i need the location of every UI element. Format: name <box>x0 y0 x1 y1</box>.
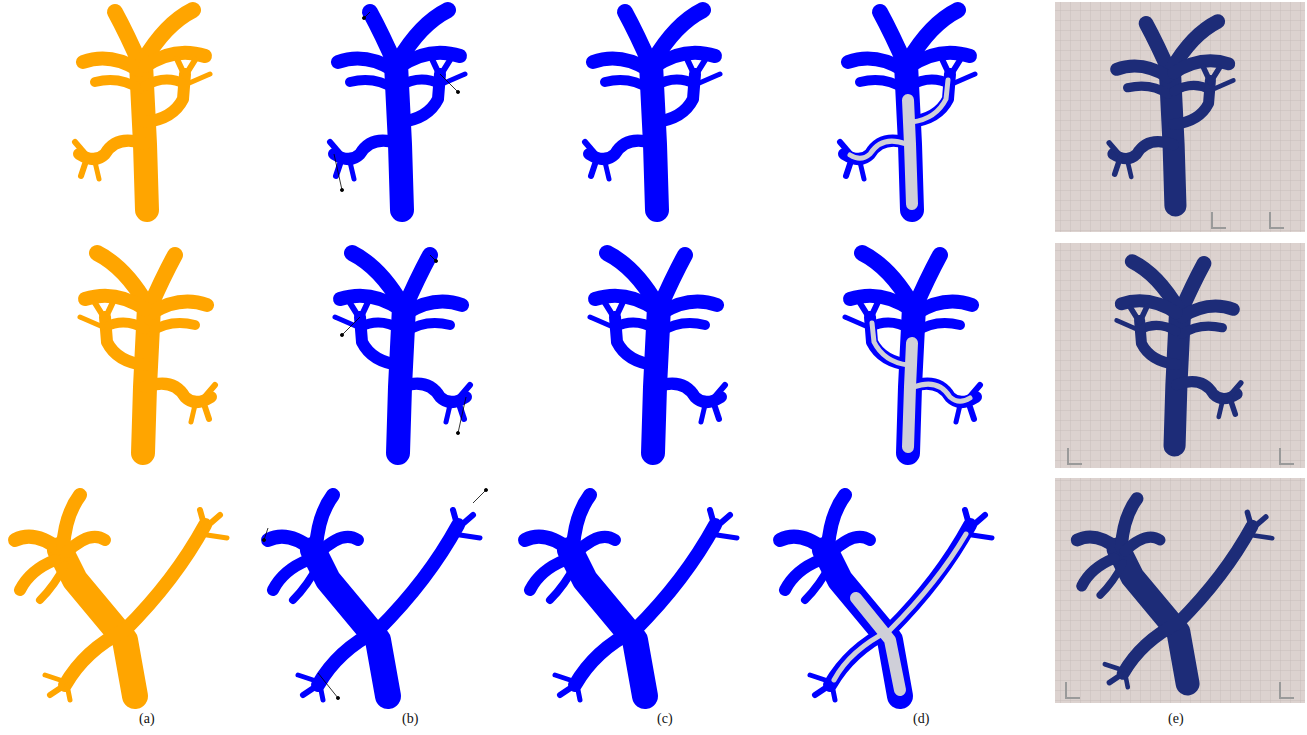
panel-label: (e) <box>1168 711 1184 727</box>
panel-label: (a) <box>139 711 155 727</box>
photo <box>1055 2 1305 232</box>
panel-label: (b) <box>402 711 418 727</box>
panel-label: (d) <box>913 711 929 727</box>
panel-label: (c) <box>657 711 673 727</box>
photo <box>1055 478 1305 703</box>
photo <box>1055 243 1305 468</box>
